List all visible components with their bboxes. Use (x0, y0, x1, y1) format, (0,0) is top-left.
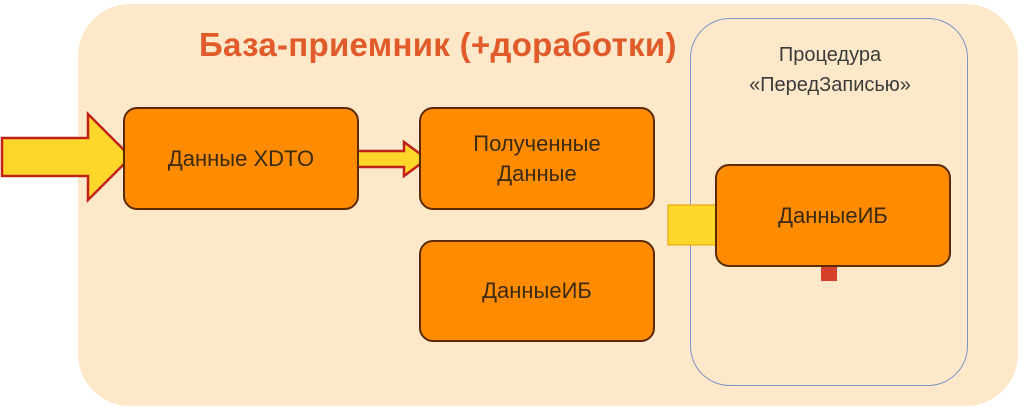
node-received-label-line2: Данные (497, 160, 577, 186)
red-marker (821, 267, 837, 281)
node-xdto-data: Данные XDTO (123, 107, 359, 210)
incoming-arrow (0, 110, 133, 204)
diagram-title: База-приемник (+доработки) (199, 26, 677, 63)
procedure-before-write-region (690, 18, 968, 386)
node-ib-data-procedure-label: ДанныеИБ (778, 202, 888, 228)
node-ib-data-label: ДанныеИБ (482, 278, 592, 303)
node-received-data: Полученные Данные (419, 107, 655, 210)
procedure-caption-line2: «ПередЗаписью» (749, 74, 911, 96)
procedure-caption: Процедура «ПередЗаписью» (700, 40, 960, 100)
node-ib-data-procedure: ДанныеИБ (715, 164, 951, 267)
node-xdto-label: Данные XDTO (167, 145, 315, 171)
node-received-label-line1: Полученные (473, 130, 601, 156)
procedure-caption-line1: Процедура (778, 44, 882, 66)
node-ib-data: ДанныеИБ (419, 240, 655, 342)
procedure-connector (667, 204, 721, 246)
xdto-to-received-arrow (352, 139, 430, 179)
